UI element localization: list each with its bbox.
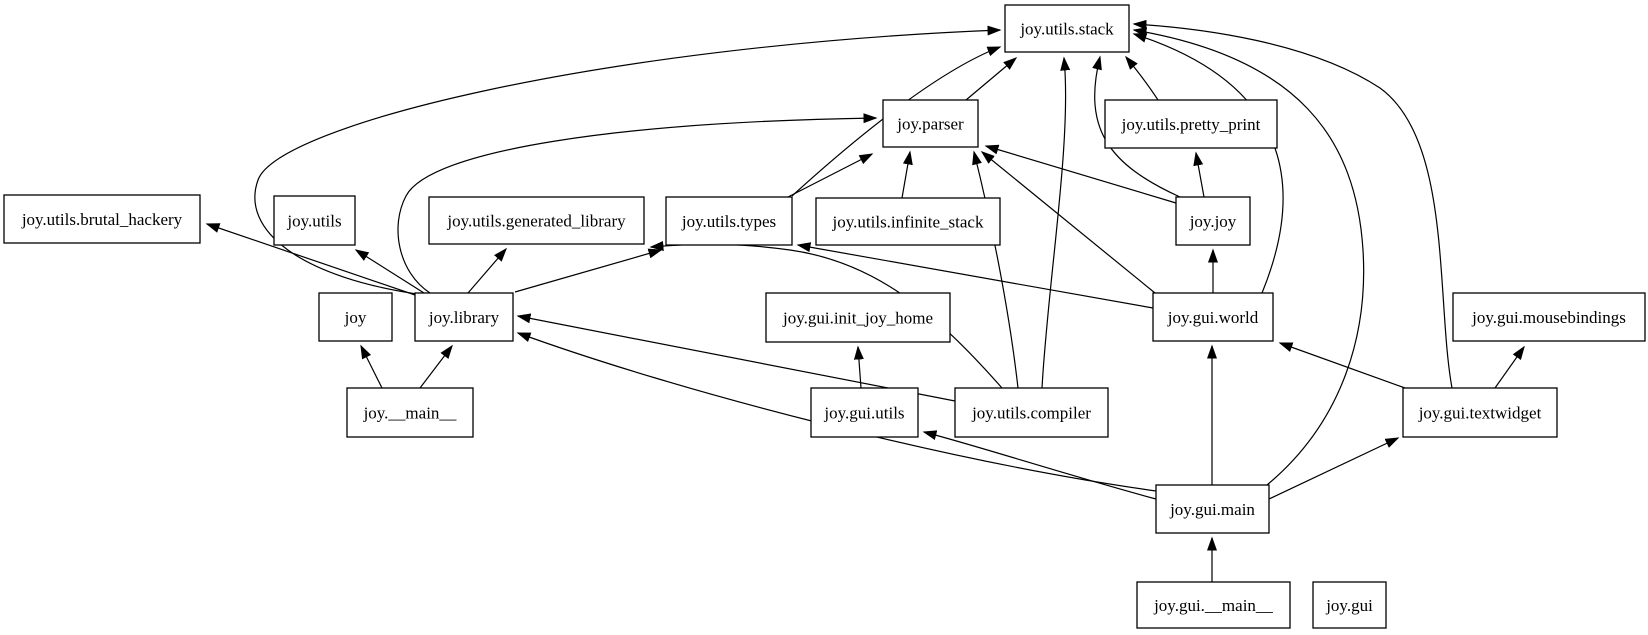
edge-joy-utils-compiler-to-joy-library — [516, 313, 956, 402]
edge-joy-main-to-joy — [360, 344, 383, 389]
edge-joy-library-to-joy-utils-brutal-hackery — [205, 223, 419, 297]
edge-joy-joy-to-joy-utils-pretty-print — [1193, 151, 1205, 198]
edge-joy-library-to-joy-parser — [397, 113, 878, 294]
node-box-joy-utils-stack — [1004, 4, 1130, 53]
node-label-joy-utils: joy.utils — [286, 212, 341, 231]
node-joy-gui-mousebindings: joy.gui.mousebindings — [1452, 292, 1646, 342]
edge-joy-gui-textwidget-to-joy-gui-world — [1278, 342, 1406, 389]
node-joy-utils-stack: joy.utils.stack — [1004, 4, 1130, 53]
node-joy-utils-infinite-stack: joy.utils.infinite_stack — [815, 197, 1001, 246]
node-label-joy-utils-infinite-stack: joy.utils.infinite_stack — [832, 213, 984, 232]
node-box-joy-gui-textwidget — [1402, 387, 1558, 438]
edge-joy-main-to-joy-library — [419, 344, 453, 389]
node-label-joy-gui-main: joy.gui.main — [1169, 500, 1255, 519]
node-box-joy-gui-mousebindings — [1452, 292, 1646, 342]
edge-joy-utils-compiler-to-joy-parser — [972, 150, 1019, 389]
nodes-layer: joy.utils.stack joy.parser joy.utils.prett… — [3, 4, 1646, 629]
edge-joy-gui-world-to-joy-utils-stack — [1132, 33, 1284, 294]
edge-joy-gui-world-to-joy-utils-types — [796, 242, 1154, 309]
node-joy-gui-textwidget: joy.gui.textwidget — [1402, 387, 1558, 438]
node-label-joy-parser: joy.parser — [896, 115, 964, 134]
node-box-joy-parser — [882, 99, 979, 148]
node-label-joy-gui-textwidget: joy.gui.textwidget — [1418, 404, 1542, 423]
edge-joy-library-to-joy-utils — [354, 249, 425, 294]
edge-joy-gui-utils-to-joy-gui-init-joy-home — [853, 345, 864, 389]
node-box-joy-joy — [1175, 196, 1251, 246]
edge-joy-joy-to-joy-parser — [984, 144, 1177, 204]
node-joy-utils-types: joy.utils.types — [665, 196, 793, 246]
edge-joy-gui-main-to-joy-gui-utils — [922, 430, 1157, 500]
node-label-joy: joy — [344, 308, 367, 327]
node-joy-library: joy.library — [414, 292, 514, 342]
node-box-joy-utils — [273, 195, 356, 246]
node-label-joy-gui-mousebindings: joy.gui.mousebindings — [1471, 308, 1626, 327]
edge-joy-gui-main-to-joy-utils-stack — [1132, 27, 1365, 486]
node-box-joy-utils-infinite-stack — [815, 197, 1001, 246]
node-label-joy-utils-brutal-hackery: joy.utils.brutal_hackery — [21, 210, 183, 229]
edge-joy-library-to-joy-utils-types — [514, 248, 663, 293]
node-label-joy-utils-types: joy.utils.types — [681, 212, 776, 231]
node-box-joy-utils-generated-library — [428, 196, 645, 245]
node-joy-utils: joy.utils — [273, 195, 356, 246]
node-label-joy-gui-world: joy.gui.world — [1167, 308, 1259, 327]
node-box-joy-gui-init-joy-home — [765, 292, 951, 343]
node-box-joy — [318, 292, 393, 342]
edge-joy-gui-main-to-joy-gui-textwidget — [1268, 437, 1400, 500]
node-box-joy-utils-types — [665, 196, 793, 246]
edge-joy-utils-pretty-print-to-joy-utils-stack — [1125, 55, 1159, 101]
node-joy-utils-compiler: joy.utils.compiler — [954, 387, 1109, 438]
node-box-joy-gui-world — [1152, 292, 1274, 342]
node-box-joy-utils-brutal-hackery — [3, 194, 201, 244]
node-joy-utils-pretty-print: joy.utils.pretty_print — [1104, 99, 1278, 149]
node-label-joy-gui: joy.gui — [1325, 596, 1373, 615]
node-label-joy-gui-main: joy.gui.__main__ — [1153, 596, 1273, 615]
edge-joy-utils-types-to-joy-parser — [787, 153, 874, 198]
node-joy: joy — [318, 292, 393, 342]
edge-joy-gui-world-to-joy-parser — [980, 151, 1156, 294]
edge-joy-parser-to-joy-utils-stack — [965, 57, 1018, 101]
node-joy-gui: joy.gui — [1312, 581, 1387, 629]
node-joy-gui-main: joy.gui.main — [1155, 484, 1270, 534]
node-joy-parser: joy.parser — [882, 99, 979, 148]
node-box-joy-library — [414, 292, 514, 342]
node-label-joy-utils-pretty-print: joy.utils.pretty_print — [1121, 115, 1261, 134]
node-box-joy-gui — [1312, 581, 1387, 629]
node-label-joy-gui-init-joy-home: joy.gui.init_joy_home — [782, 309, 933, 328]
node-label-joy-utils-stack: joy.utils.stack — [1019, 20, 1114, 39]
node-box-joy-gui-main — [1136, 581, 1291, 629]
node-joy-utils-generated-library: joy.utils.generated_library — [428, 196, 645, 245]
edge-joy-library-to-joy-utils-stack — [254, 25, 1002, 296]
node-box-joy-gui-main — [1155, 484, 1270, 534]
edge-joy-gui-textwidget-to-joy-gui-mousebindings — [1494, 345, 1525, 389]
node-box-joy-utils-compiler — [954, 387, 1109, 438]
node-joy-gui-main: joy.gui.__main__ — [1136, 581, 1291, 629]
edge-joy-utils-compiler-to-joy-utils-stack — [1041, 56, 1071, 389]
node-label-joy-joy: joy.joy — [1189, 212, 1237, 231]
node-box-joy-main — [346, 387, 474, 438]
edge-joy-utils-infinite-stack-to-joy-parser — [901, 150, 913, 199]
node-joy-gui-world: joy.gui.world — [1152, 292, 1274, 342]
node-joy-gui-init-joy-home: joy.gui.init_joy_home — [765, 292, 951, 343]
edge-joy-gui-textwidget-to-joy-utils-stack — [1132, 19, 1453, 389]
node-label-joy-library: joy.library — [428, 308, 500, 327]
node-joy-joy: joy.joy — [1175, 196, 1251, 246]
node-label-joy-gui-utils: joy.gui.utils — [823, 404, 904, 423]
node-label-joy-main: joy.__main__ — [363, 404, 457, 423]
node-joy-gui-utils: joy.gui.utils — [810, 387, 919, 438]
node-box-joy-utils-pretty-print — [1104, 99, 1278, 149]
node-label-joy-utils-generated-library: joy.utils.generated_library — [446, 212, 626, 231]
node-box-joy-gui-utils — [810, 387, 919, 438]
node-joy-utils-brutal-hackery: joy.utils.brutal_hackery — [3, 194, 201, 244]
node-joy-main: joy.__main__ — [346, 387, 474, 438]
edge-joy-library-to-joy-utils-generated-library — [467, 247, 507, 294]
node-label-joy-utils-compiler: joy.utils.compiler — [971, 404, 1091, 423]
